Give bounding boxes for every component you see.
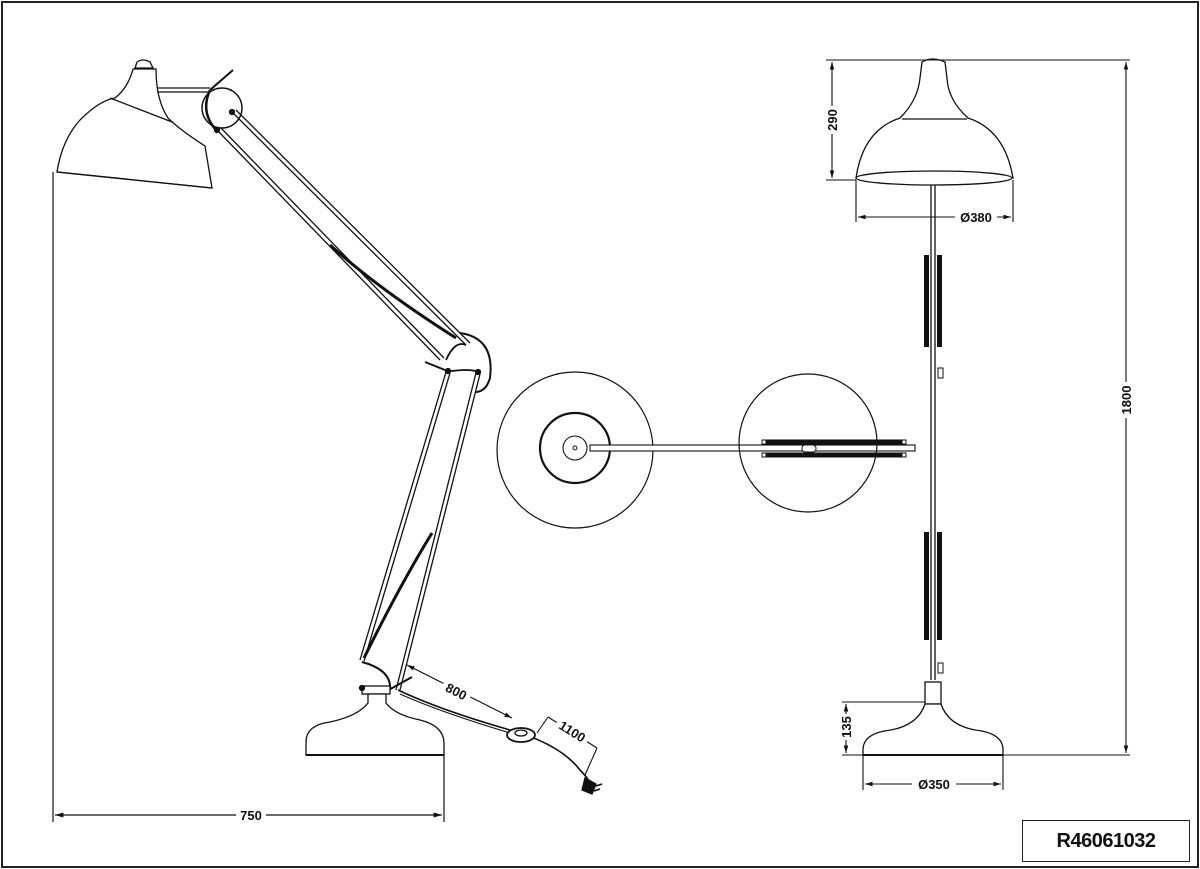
dim-shade-diameter: Ø380	[855, 180, 1014, 225]
product-code-box: R46061032	[1022, 820, 1190, 862]
front-shade	[855, 58, 1014, 186]
side-base-joint	[358, 661, 413, 695]
front-view	[855, 58, 1014, 756]
plug-icon	[581, 777, 603, 795]
dim-label-290: 290	[825, 109, 840, 131]
dim-label-1800: 1800	[1119, 386, 1134, 415]
dim-label-750: 750	[240, 808, 262, 823]
side-base	[305, 693, 445, 756]
dim-total-height: 1800	[940, 59, 1134, 756]
dim-base-height: 135	[839, 701, 925, 756]
dim-label-135: 135	[839, 716, 854, 738]
dim-base-diameter: Ø350	[862, 755, 1004, 792]
dim-switch-to-plug: 1100	[536, 715, 598, 776]
side-elbow-joint	[424, 332, 492, 393]
side-top-joint	[201, 69, 243, 134]
dim-reach-width: 750	[55, 808, 442, 823]
side-view	[52, 59, 603, 822]
dim-label-380: Ø380	[960, 210, 992, 225]
product-code: R46061032	[1056, 829, 1156, 852]
dim-shade-height: 290	[825, 59, 940, 181]
side-shade	[56, 59, 213, 189]
dim-label-350: Ø350	[918, 777, 950, 792]
dim-cable-to-switch: 800	[406, 664, 513, 719]
cable-switch	[506, 727, 536, 743]
front-base	[862, 703, 1004, 756]
top-view	[496, 371, 916, 529]
